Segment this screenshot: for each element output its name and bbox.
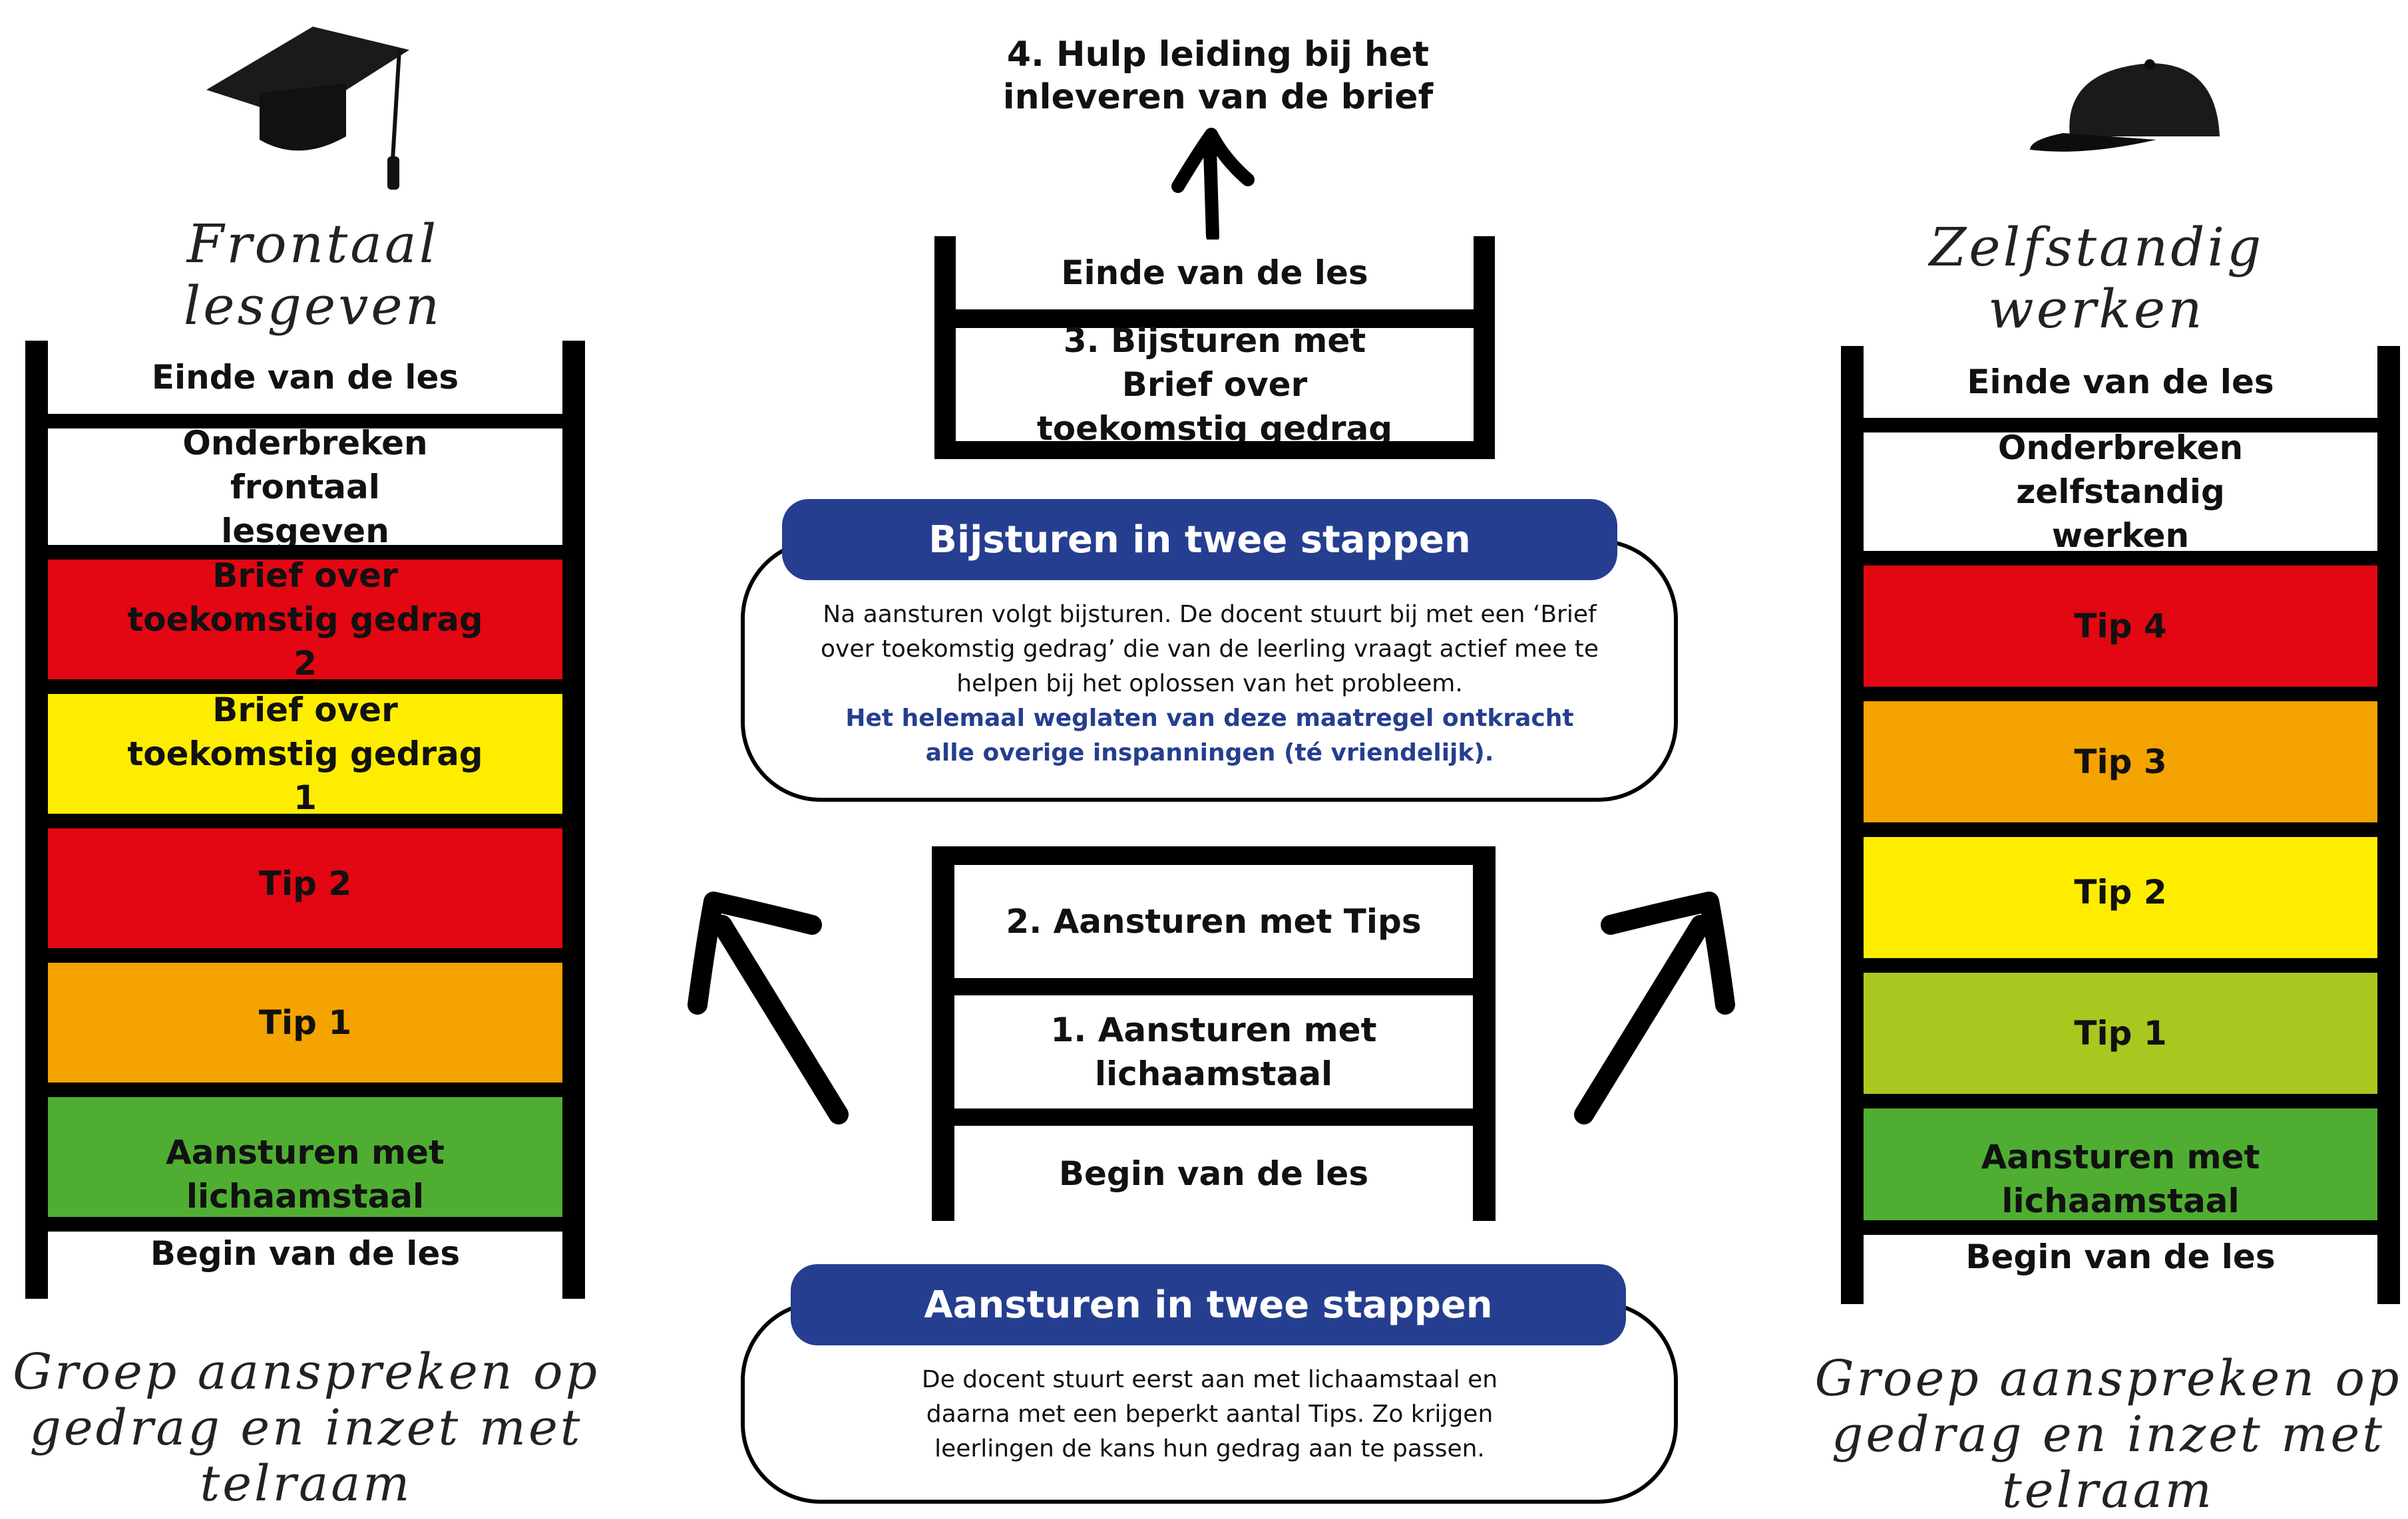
- right-rung-4: Tip 2: [1864, 837, 2377, 958]
- left-rung-divider: [48, 814, 562, 828]
- left-rung-divider: [48, 679, 562, 694]
- top-ladder-rung-0: Einde van de les: [1061, 253, 1368, 292]
- left-rung-4: Tip 2: [48, 828, 562, 948]
- left-rail-left: [25, 341, 48, 1299]
- left-rung-0: Einde van de les: [48, 341, 562, 414]
- right-rung-divider: [1864, 418, 2377, 432]
- bottom-ladder-divider: [954, 978, 1473, 995]
- right-footer: Groep aanspreken op gedrag en inzet met …: [1814, 1350, 2402, 1519]
- bijsturen-banner: Bijsturen in twee stappen: [782, 499, 1617, 580]
- right-rung-divider: [1864, 822, 2377, 837]
- right-rung-3: Tip 3: [1864, 701, 2377, 822]
- left-rung-divider: [48, 1217, 562, 1232]
- right-rung-1: Onderbreken zelfstandig werken: [1864, 428, 2377, 555]
- top-ladder-bottom-bar: [934, 441, 1495, 459]
- right-rung-divider: [1864, 1220, 2377, 1235]
- right-rung-5: Tip 1: [1864, 973, 2377, 1094]
- left-rail-right: [562, 341, 585, 1299]
- left-rung-2: Brief over toekomstig gedrag 2: [48, 556, 562, 683]
- center-top-step: 4. Hulp leiding bij het inleveren van de…: [1002, 35, 1434, 117]
- left-rung-1: Onderbreken frontaal lesgeven: [48, 424, 562, 550]
- right-rung-0: Einde van de les: [1864, 346, 2377, 418]
- bijsturen-text: Na aansturen volgt bijsturen. De docent …: [819, 597, 1601, 770]
- left-rung-divider: [48, 414, 562, 428]
- right-rung-2: Tip 4: [1864, 566, 2377, 687]
- right-rail-left: [1841, 346, 1864, 1304]
- left-rung-divider: [48, 1083, 562, 1097]
- left-rung-divider: [48, 545, 562, 560]
- top-ladder-divider: [956, 309, 1474, 328]
- left-rung-5: Tip 1: [48, 963, 562, 1083]
- left-rung-divider: [48, 948, 562, 963]
- right-title: Zelfstandig werken: [1929, 216, 2264, 340]
- right-rail-right: [2377, 346, 2400, 1304]
- arrow-up-right-icon: [1574, 892, 1735, 1124]
- left-rung-6: Aansturen met lichaamstaal: [48, 1097, 562, 1217]
- bottom-ladder-rung-0: 2. Aansturen met Tips: [1006, 902, 1422, 941]
- arrow-up-left-icon: [688, 892, 849, 1124]
- left-rung-3: Brief over toekomstig gedrag 1: [48, 691, 562, 817]
- aansturen-banner: Aansturen in twee stappen: [791, 1264, 1626, 1345]
- arrow-up-icon: [1171, 128, 1255, 240]
- bottom-ladder-rail-right: [1473, 846, 1496, 1221]
- top-ladder-rail-left: [934, 236, 956, 459]
- bottom-ladder-top-bar: [932, 846, 1496, 865]
- right-rung-6: Aansturen met lichaamstaal: [1864, 1108, 2377, 1220]
- top-ladder-rung-1: 3. Bijsturen met Brief over toekomstig g…: [1036, 321, 1393, 448]
- right-rung-divider: [1864, 1094, 2377, 1108]
- aansturen-text: De docent stuurt eerst aan met lichaamst…: [921, 1366, 1498, 1462]
- bijsturen-body: Na aansturen volgt bijsturen. De docent …: [821, 601, 1599, 697]
- right-rung-7: Begin van de les: [1864, 1235, 2377, 1304]
- bottom-ladder-rail-left: [932, 846, 954, 1221]
- right-rung-divider: [1864, 958, 2377, 973]
- bottom-ladder-divider: [954, 1108, 1473, 1126]
- right-rung-divider: [1864, 551, 2377, 566]
- baseball-cap-icon: [2030, 59, 2220, 152]
- top-ladder-rail-right: [1474, 236, 1495, 459]
- bottom-ladder-rung-2: Begin van de les: [1058, 1154, 1369, 1193]
- left-title: Frontaal lesgeven: [183, 213, 443, 337]
- bottom-ladder-rung-1: 1. Aansturen met lichaamstaal: [1050, 1011, 1377, 1093]
- left-footer: Groep aanspreken op gedrag en inzet met …: [13, 1343, 600, 1512]
- mortarboard-icon: [206, 27, 409, 190]
- bijsturen-emphasis: Het helemaal weglaten van deze maatregel…: [845, 705, 1574, 766]
- right-rung-divider: [1864, 687, 2377, 701]
- left-rung-7: Begin van de les: [48, 1232, 562, 1299]
